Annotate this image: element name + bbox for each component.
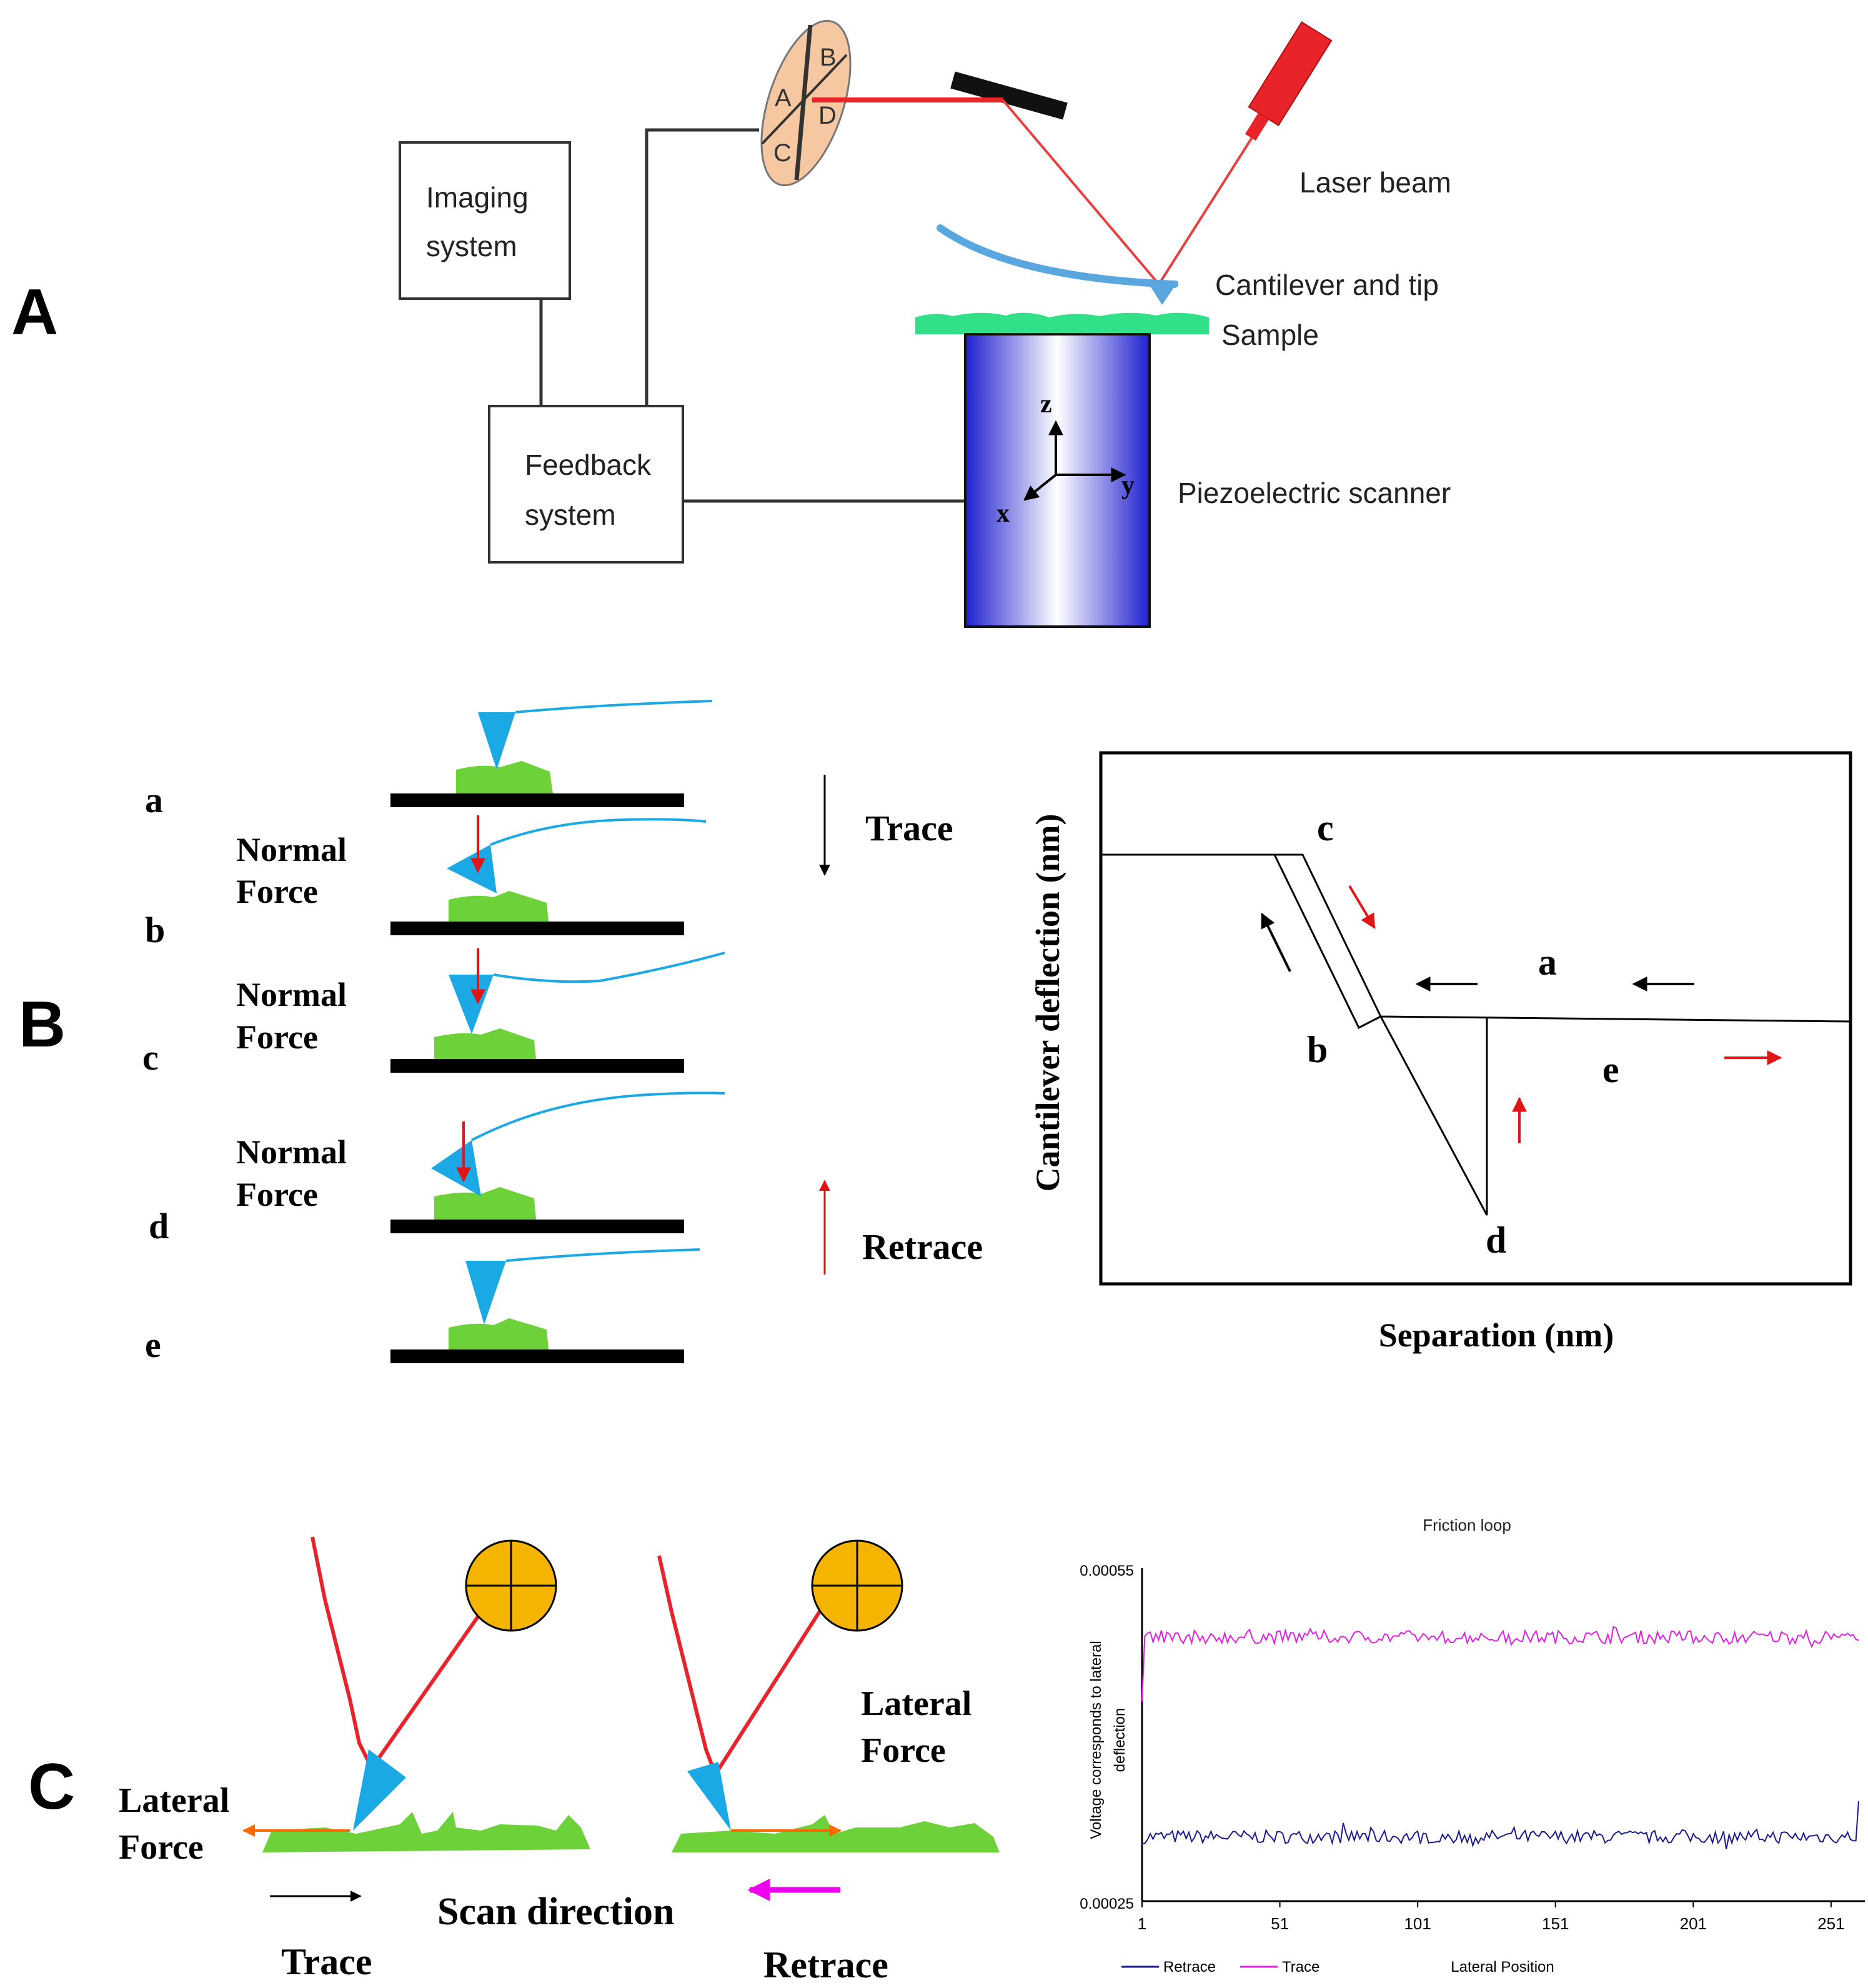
- sample: [915, 312, 1209, 334]
- laser-path: [812, 97, 1263, 286]
- feedback-system-label-1: Feedback: [525, 449, 652, 481]
- step-b-label: b: [145, 910, 165, 950]
- tip-left: [353, 1749, 406, 1831]
- legend-retrace: Retrace: [1163, 1959, 1216, 1976]
- x-tick-label-1: 51: [1271, 1914, 1289, 1933]
- quadrant-b: B: [820, 44, 837, 71]
- imaging-system-box: [399, 141, 571, 300]
- laser-beam-label: Laser beam: [1299, 166, 1451, 199]
- sample-left: [262, 1812, 590, 1852]
- normal-force-b-1: Normal: [236, 831, 347, 868]
- lateral-force-right-2: Force: [861, 1731, 946, 1770]
- panel-c-letter: C: [28, 1751, 75, 1823]
- chart-title: Friction loop: [1423, 1516, 1511, 1534]
- connection-lines: [539, 128, 965, 503]
- x-tick-label-5: 251: [1817, 1914, 1844, 1933]
- chart-ylabel-line1: Voltage corresponds to lateral: [1088, 1641, 1105, 1839]
- force-curve-frame: [1099, 751, 1852, 1286]
- curve-point-b: b: [1307, 1029, 1328, 1070]
- axis-y-label: y: [1121, 471, 1135, 500]
- scanner-label: Piezoelectric scanner: [1178, 477, 1451, 509]
- curve-point-a: a: [1538, 942, 1557, 983]
- lateral-force-right-1: Lateral: [861, 1684, 971, 1723]
- laser-source: [1245, 21, 1333, 141]
- curve-arrow-up: [1261, 912, 1291, 972]
- panel-a-letter: A: [11, 276, 58, 349]
- chart-xlabel: Lateral Position: [1451, 1959, 1554, 1976]
- laser-in-left: [311, 1536, 374, 1769]
- curve-point-e: e: [1602, 1049, 1619, 1090]
- force-curve-xlabel: Separation (nm): [1379, 1316, 1614, 1354]
- series-line-trace: [1141, 1626, 1859, 1702]
- ytick-top: 0.00055: [1080, 1563, 1134, 1579]
- chart-ylabel-line2: deflection: [1111, 1708, 1128, 1772]
- force-curve-ylabel: Cantilever deflection (nm): [1029, 814, 1066, 1192]
- chart-series: [1141, 1626, 1859, 1849]
- x-tick-label-3: 151: [1542, 1914, 1569, 1933]
- x-tick-label-4: 201: [1680, 1914, 1707, 1933]
- force-curve: c a b e d Cantilever deflection (nm) Sep…: [1029, 751, 1852, 1354]
- lateral-force-left-1: Lateral: [119, 1781, 229, 1820]
- retrace-label-c: Retrace: [763, 1944, 888, 1986]
- panel-c: C Lateral Force Scan direction Trace: [28, 1536, 1000, 1986]
- trace-label-c: Trace: [281, 1941, 372, 1982]
- mirror: [950, 71, 1068, 120]
- normal-force-b-2: Force: [236, 873, 318, 910]
- photodetector: A B C D: [760, 19, 852, 187]
- chart-legend: Retrace Trace Lateral Position: [1121, 1959, 1554, 1976]
- sample-label: Sample: [1221, 319, 1319, 351]
- cantilever-tip: [1147, 281, 1178, 305]
- ytick-bottom: 0.00025: [1080, 1896, 1134, 1912]
- step-a-schematic: [390, 700, 713, 807]
- lateral-force-left-2: Force: [119, 1828, 204, 1867]
- step-c-schematic: [390, 948, 725, 1073]
- step-b-schematic: [390, 815, 707, 935]
- cantilever-label: Cantilever and tip: [1215, 269, 1439, 301]
- trace-label-b: Trace: [865, 808, 953, 848]
- step-d-schematic: [390, 1091, 725, 1233]
- lateral-trace-schematic: [242, 1536, 590, 1902]
- panel-b-letter: B: [19, 988, 66, 1061]
- x-tick-label-2: 101: [1404, 1914, 1431, 1933]
- curve-point-d: d: [1486, 1220, 1506, 1261]
- normal-force-d-1: Normal: [236, 1133, 347, 1171]
- curve-arrow-down-red: [1348, 885, 1376, 930]
- sample-right: [672, 1815, 1000, 1852]
- lateral-retrace-schematic: [657, 1539, 1000, 1901]
- step-d-label: d: [149, 1206, 169, 1246]
- step-e-label: e: [145, 1325, 161, 1365]
- imaging-system-label-1: Imaging: [426, 181, 529, 214]
- feedback-system-box: [488, 405, 684, 564]
- step-a-label: a: [145, 780, 163, 820]
- friction-loop-chart: Friction loop 0.00055 0.00025 Voltage co…: [1080, 1516, 1865, 1976]
- curve-point-c: c: [1317, 807, 1334, 848]
- quadrant-c: C: [773, 139, 792, 167]
- imaging-system-label-2: system: [426, 230, 517, 262]
- series-line-retrace: [1142, 1801, 1859, 1849]
- step-c-label: c: [142, 1037, 159, 1078]
- axis-z-label: z: [1040, 390, 1052, 419]
- normal-force-c-2: Force: [236, 1018, 318, 1056]
- x-tick-label-0: 1: [1138, 1914, 1146, 1933]
- normal-force-c-1: Normal: [236, 976, 347, 1013]
- panel-b: B a b c d e Normal Force Normal Force No…: [19, 700, 983, 1365]
- feedback-system-label-2: system: [525, 499, 616, 531]
- step-e-schematic: [390, 1248, 700, 1363]
- scanner-axes: z y x: [996, 390, 1135, 528]
- retrace-label-b: Retrace: [862, 1226, 983, 1267]
- laser-in-right: [657, 1555, 717, 1776]
- force-curve-lines: [1101, 853, 1851, 1216]
- cantilever: [936, 224, 1178, 288]
- normal-force-d-2: Force: [236, 1176, 318, 1213]
- quadrant-a: A: [775, 84, 792, 112]
- scan-direction-label: Scan direction: [437, 1891, 674, 1933]
- panel-a: A Imaging system Feedback system A B C D: [11, 19, 1451, 628]
- axis-x-label: x: [996, 499, 1010, 528]
- tip-right: [687, 1762, 731, 1831]
- quadrant-d: D: [818, 102, 837, 129]
- legend-trace: Trace: [1282, 1959, 1319, 1976]
